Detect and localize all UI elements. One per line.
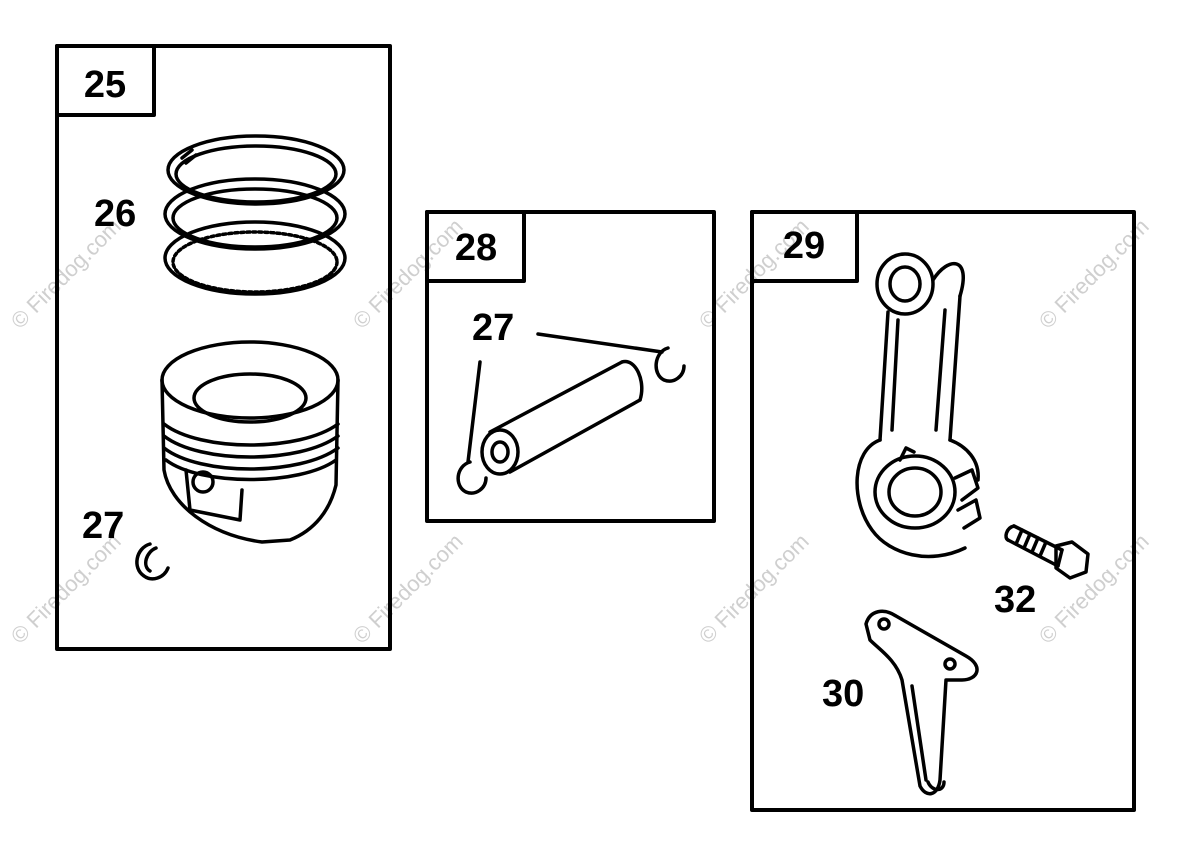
panel-29: 29 32 — [750, 210, 1136, 812]
wrist-pin-drawing — [456, 332, 686, 495]
watermark: © Firedog.com — [348, 214, 468, 334]
panel-id-box — [425, 210, 526, 283]
panel-frame — [425, 210, 716, 523]
panel-id-box — [55, 44, 156, 117]
panel-28: 28 27 — [425, 210, 716, 523]
panel-frame — [55, 44, 392, 651]
piston-rings-drawing — [163, 134, 347, 296]
part-label: 27 — [82, 505, 124, 547]
part-label: 26 — [94, 193, 136, 235]
panel-25: 25 26 27 — [55, 44, 392, 651]
panel-id-label: 29 — [783, 225, 825, 267]
retaining-clip-drawing — [135, 542, 170, 581]
oil-dipper-drawing — [864, 609, 979, 796]
bolt-drawing — [1004, 524, 1090, 580]
piston-drawing — [160, 340, 340, 544]
panel-frame — [750, 210, 1136, 812]
part-label: 32 — [994, 579, 1036, 621]
connecting-rod-drawing — [855, 252, 982, 559]
part-label: 27 — [472, 307, 514, 349]
part-label: 30 — [822, 673, 864, 715]
panel-id-label: 25 — [84, 64, 126, 106]
panel-id-box — [750, 210, 859, 283]
watermark: © Firedog.com — [348, 529, 468, 649]
panel-id-label: 28 — [455, 227, 497, 269]
